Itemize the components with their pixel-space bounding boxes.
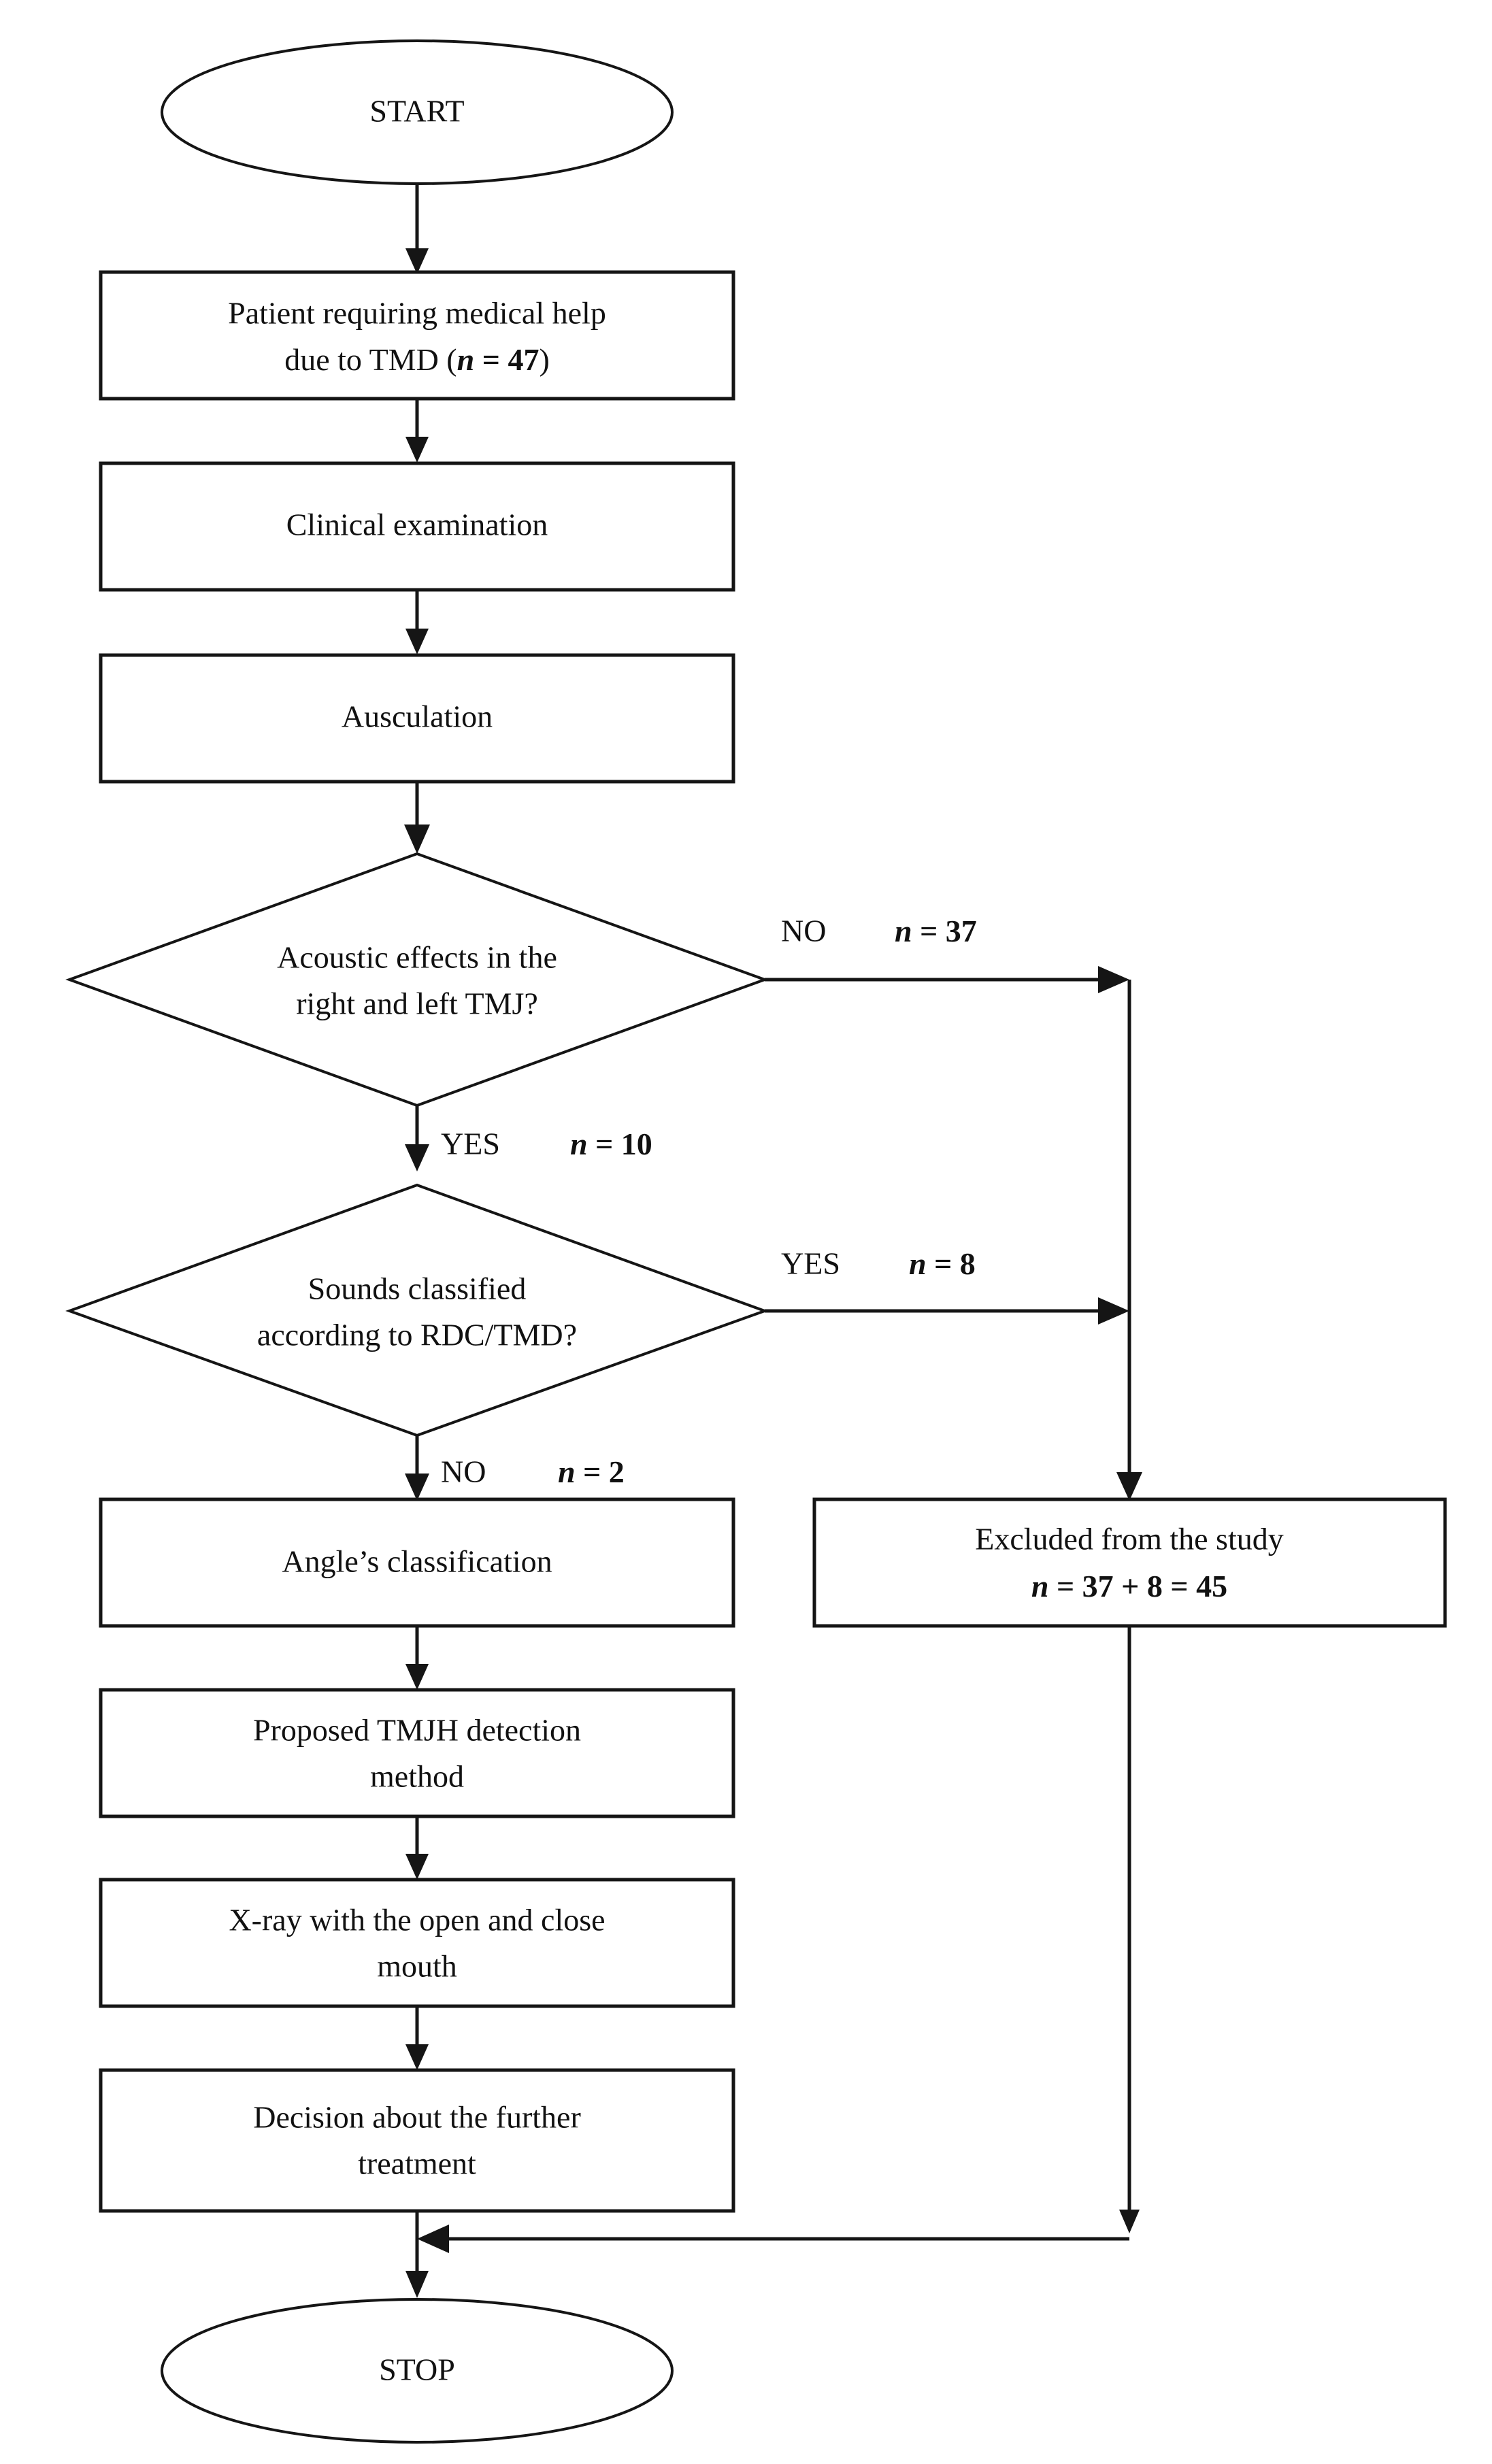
node-patient-line2-post: ) — [539, 342, 549, 377]
node-patient-line2-val: 47 — [508, 342, 539, 377]
edge-label-acoustic-no: NO n = 37 — [781, 914, 977, 948]
edge-label-sounds-no-count: n = 2 — [558, 1454, 625, 1489]
edge-label-acoustic-no-n: n — [895, 914, 912, 948]
node-ausculation[interactable]: Ausculation — [99, 653, 735, 784]
node-tmjh-line2: method — [370, 1759, 464, 1794]
node-excluded-from-study[interactable]: Excluded from the study n = 37 + 8 = 45 — [812, 1497, 1447, 1628]
node-proposed-tmjh-method[interactable]: Proposed TMJH detection method — [99, 1688, 735, 1818]
edge-label-sounds-yes-value: = 8 — [927, 1246, 976, 1281]
edge-excluded-to-merge — [417, 1626, 1140, 2253]
edge-label-sounds-no-answer: NO — [441, 1454, 486, 1489]
edge-acoustic-yes-down — [405, 1105, 429, 1171]
node-stop-label: STOP — [379, 2352, 455, 2387]
edge-label-sounds-yes-n: n — [909, 1246, 927, 1281]
edge-label-sounds-no-n: n — [558, 1454, 576, 1489]
edge-label-sounds-yes: YES n = 8 — [781, 1246, 976, 1281]
edge-patient-to-clinical — [405, 399, 429, 463]
edge-sounds-yes-right — [765, 1297, 1129, 1325]
node-decision-further-treatment[interactable]: Decision about the further treatment — [99, 2068, 735, 2213]
node-angles-classification[interactable]: Angle’s classification — [99, 1497, 735, 1628]
node-patient-line1: Patient requiring medical help — [228, 296, 606, 331]
edge-label-sounds-yes-answer: YES — [781, 1246, 840, 1281]
node-tmjh-line1: Proposed TMJH detection — [253, 1713, 581, 1748]
node-xray-line2: mouth — [377, 1949, 457, 1984]
node-excluded-n-expr: = 37 + 8 = 45 — [1048, 1569, 1227, 1603]
edge-ausculation-to-decision-acoustic — [404, 782, 430, 854]
node-patient-requiring-help[interactable]: Patient requiring medical help due to TM… — [99, 270, 735, 401]
node-patient-line2: due to TMD (n = 47) — [284, 342, 550, 377]
edge-angle-to-tmjh — [405, 1626, 429, 1690]
node-xray-line1: X-ray with the open and close — [229, 1903, 605, 1937]
edge-label-acoustic-yes-answer: YES — [441, 1127, 500, 1161]
edge-acoustic-no-right — [765, 966, 1129, 993]
node-decision-sounds-line1: Sounds classified — [308, 1271, 527, 1306]
edge-sounds-no-down — [405, 1435, 429, 1501]
edge-treatment-to-stop — [405, 2210, 429, 2298]
node-ausculation-label: Ausculation — [342, 699, 493, 734]
edge-xray-to-treatment — [405, 2005, 429, 2070]
edge-label-acoustic-yes: YES n = 10 — [441, 1127, 652, 1161]
node-start[interactable]: START — [161, 39, 674, 185]
node-xray-open-close-mouth[interactable]: X-ray with the open and close mouth — [99, 1878, 735, 2008]
node-angle-label: Angle’s classification — [282, 1544, 552, 1579]
node-clinical-examination[interactable]: Clinical examination — [99, 461, 735, 592]
node-decision-sounds-line2: according to RDC/TMD? — [257, 1318, 577, 1352]
edge-label-acoustic-no-count: n = 37 — [895, 914, 977, 948]
node-excluded-line2: n = 37 + 8 = 45 — [1031, 1569, 1227, 1603]
node-excluded-line1: Excluded from the study — [975, 1522, 1284, 1556]
edge-label-acoustic-no-value: = 37 — [912, 914, 977, 948]
node-treatment-line2: treatment — [358, 2146, 476, 2181]
edge-label-acoustic-yes-count: n = 10 — [570, 1127, 652, 1161]
edge-label-sounds-no-value: = 2 — [576, 1454, 625, 1489]
edge-label-acoustic-yes-n: n — [570, 1127, 588, 1161]
node-decision-sounds-classified[interactable]: Sounds classified according to RDC/TMD? — [65, 1183, 769, 1437]
node-excluded-n-symbol: n — [1031, 1569, 1049, 1603]
node-stop[interactable]: STOP — [161, 2298, 674, 2444]
edge-right-trunk-to-excluded — [1116, 980, 1142, 1501]
edge-start-to-patient — [405, 182, 429, 274]
node-decision-acoustic-line2: right and left TMJ? — [296, 986, 538, 1021]
edge-label-sounds-yes-count: n = 8 — [909, 1246, 976, 1281]
edge-clinical-to-ausculation — [405, 590, 429, 654]
node-patient-line2-eq: = — [474, 342, 508, 377]
node-clinical-label: Clinical examination — [286, 507, 548, 542]
edge-tmjh-to-xray — [405, 1816, 429, 1880]
edge-label-acoustic-no-answer: NO — [781, 914, 826, 948]
node-patient-line2-n: n — [457, 342, 475, 377]
edge-label-sounds-no: NO n = 2 — [441, 1454, 625, 1489]
node-treatment-line1: Decision about the further — [253, 2100, 581, 2135]
node-patient-line2-pre: due to TMD ( — [284, 342, 457, 377]
node-start-label: START — [369, 94, 464, 129]
edge-label-acoustic-yes-value: = 10 — [588, 1127, 652, 1161]
node-decision-acoustic-line1: Acoustic effects in the — [277, 940, 557, 975]
node-decision-acoustic-effects[interactable]: Acoustic effects in the right and left T… — [65, 852, 769, 1108]
